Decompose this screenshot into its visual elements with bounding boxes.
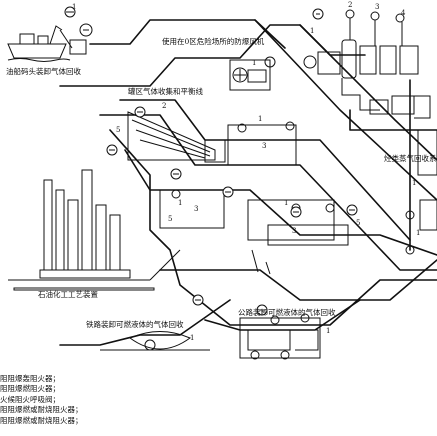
callout-number: 1 <box>310 27 315 35</box>
callout-number: 1 <box>252 59 257 67</box>
pipeline-top-2 <box>89 19 286 49</box>
right-tanks <box>405 129 437 255</box>
pipeline-lower <box>159 259 437 301</box>
label-tanker-dock: 油船码头装卸气体回收 <box>6 67 81 76</box>
legend-item: 火候阻火呼吸阀； <box>0 394 60 404</box>
callout-number: 3 <box>194 205 199 213</box>
callout-number: 1 <box>258 115 263 123</box>
legend-item: 阻阻爆燃或耐烧阻火器； <box>0 405 83 415</box>
callout-number: 2 <box>162 102 167 110</box>
road-loading <box>239 313 321 360</box>
tanker-dock <box>7 23 93 62</box>
callout-number: 5 <box>356 219 361 227</box>
pipeline-trunk-1 <box>254 19 437 201</box>
legend: 阻阻爆轰阻火器； 阻阻爆燃阻火器； 火候阻火呼吸阀； 阻阻爆燃或耐烧阻火器； 阻… <box>0 374 110 426</box>
pipeline-right-2 <box>349 109 437 131</box>
callout-number: 1 <box>190 334 195 342</box>
label-road-loading: 公路装卸可燃液体的气体回收 <box>238 308 336 317</box>
callout-number: 1 <box>284 199 289 207</box>
callout-number: 3 <box>375 3 380 11</box>
callout-number: 1 <box>326 327 331 335</box>
rail-loading <box>100 331 210 351</box>
pipeline-top <box>59 24 366 87</box>
legend-item: 阻阻爆轰阻火器； <box>0 374 60 383</box>
pipeline-trunk-5 <box>109 129 437 326</box>
label-rail-loading: 铁路装卸可燃液体的气体回收 <box>86 320 184 329</box>
label-hydrocarbon-recovery: 烃类蒸气回收系 <box>384 154 437 163</box>
legend-item: 阻阻爆燃或耐烧阻火器； <box>0 415 83 425</box>
tank-area <box>127 111 349 275</box>
flame-arresters <box>64 6 358 316</box>
callout-number: 1 <box>412 179 417 187</box>
callout-number: 1 <box>416 229 421 237</box>
callout-number: 5 <box>116 126 121 134</box>
label-explosion-fan: 使用在0区危险场所的防爆风机 <box>162 37 265 46</box>
petrochem-plant <box>8 169 181 291</box>
pipeline-rail <box>59 299 231 346</box>
callout-number: 1 <box>178 199 183 207</box>
explosion-fan <box>229 56 276 91</box>
pipeline-trunk-6 <box>124 149 437 256</box>
callout-number: 3 <box>262 142 267 150</box>
callout-number: 5 <box>168 215 173 223</box>
callout-number: 2 <box>348 1 353 9</box>
vapor-recovery-unit <box>303 9 431 119</box>
callout-number: 1 <box>72 3 77 11</box>
legend-item: 阻阻爆燃阻火器； <box>0 384 60 394</box>
callout-number: 4 <box>401 9 406 17</box>
label-tank-area: 罐区气体收集和平衡线 <box>128 87 203 96</box>
callout-number: 3 <box>292 227 297 235</box>
pipeline-trunk-2 <box>299 24 437 161</box>
label-petrochem: 石油化工工艺装置 <box>38 290 98 299</box>
